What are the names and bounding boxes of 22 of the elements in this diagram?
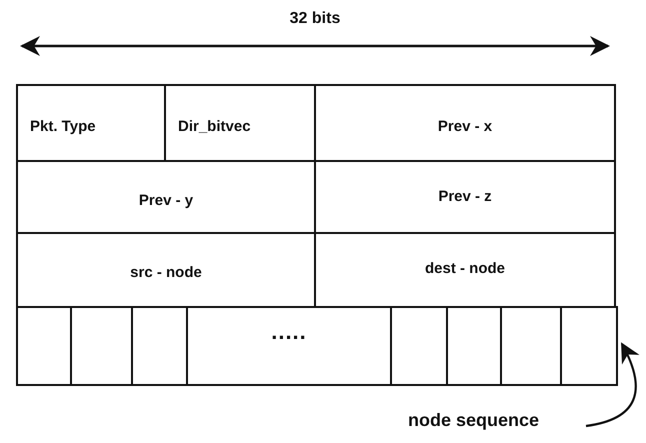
packet-field [314,84,616,162]
packet-row [16,306,618,386]
sequence-slot [391,307,447,385]
sequence-slot [17,307,71,385]
field-label: Pkt. Type [30,118,96,135]
field-label: src - node [130,264,202,281]
field-label: Prev - y [138,192,194,209]
packet-field [187,307,391,385]
sequence-slot [561,307,617,385]
sequence-slot [132,307,187,385]
field-label: ..... [271,319,307,345]
sequence-slot [501,307,561,385]
field-label: dest - node [425,260,505,277]
packet-field [16,84,166,162]
field-label: Prev - x [438,118,492,135]
dimension-label: 32 bits [290,10,340,28]
callout-label: node sequence [408,410,540,431]
arrow [586,342,640,428]
sequence-slot [71,307,132,385]
field-label: Dir_bitvec [178,118,251,135]
sequence-slot [447,307,501,385]
field-label: Prev - z [438,188,492,205]
